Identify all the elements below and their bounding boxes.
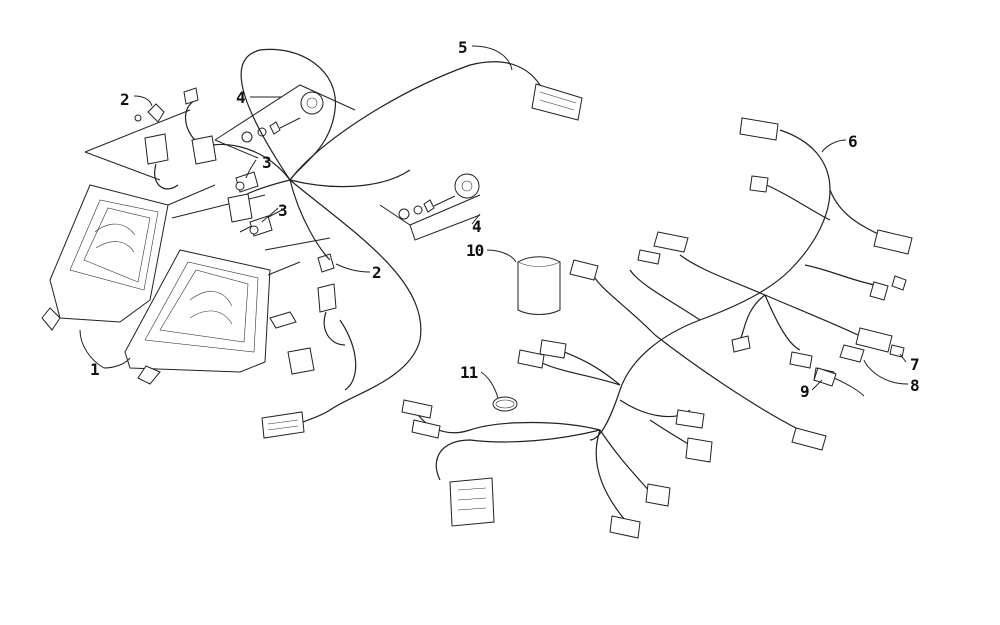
bulb-socket-top	[134, 103, 179, 190]
callout-2-bottom: 2	[372, 263, 381, 282]
callout-2-top: 2	[120, 90, 129, 109]
adjuster-4-bottom	[398, 173, 480, 220]
headlight-assembly-left	[41, 184, 169, 331]
callout-11: 11	[460, 363, 478, 382]
callout-5: 5	[458, 38, 467, 57]
connector-cap-9	[813, 367, 837, 387]
callout-8: 8	[910, 376, 919, 395]
callout-10: 10	[466, 241, 484, 260]
callout-7: 7	[910, 355, 919, 374]
callout-3-top: 3	[262, 153, 271, 172]
headlight-wire-harness	[183, 48, 583, 439]
bulb-socket-bottom	[317, 253, 346, 346]
callout-4-bottom: 4	[472, 217, 481, 236]
callout-leaders	[79, 45, 909, 399]
callout-1: 1	[90, 360, 99, 379]
harness-sleeve-10	[517, 256, 561, 315]
adjuster-4-top	[241, 91, 324, 143]
callout-6: 6	[848, 132, 857, 151]
main-wire-harness	[401, 117, 913, 539]
headlight-assembly-right	[124, 249, 297, 385]
cable-tie-11	[492, 396, 518, 412]
bulb-3-bottom	[249, 215, 273, 237]
callout-9: 9	[800, 382, 809, 401]
callout-4-top: 4	[236, 88, 245, 107]
callout-3-bottom: 3	[278, 201, 287, 220]
